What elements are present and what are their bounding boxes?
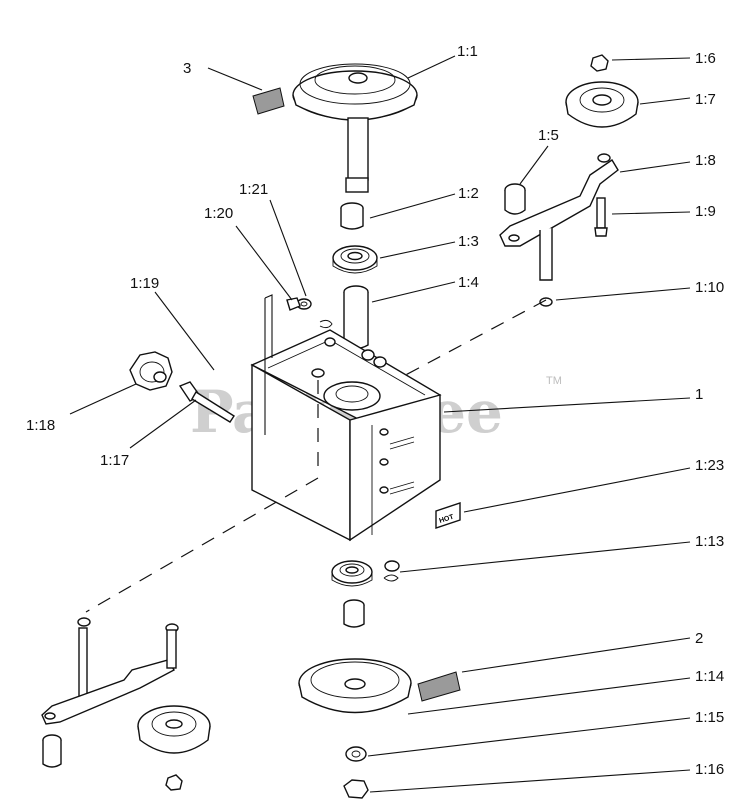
top-pulley <box>292 63 418 193</box>
bushing-1-5 <box>504 183 526 215</box>
callout-1-6: 1:6 <box>695 50 716 67</box>
clip-1-13 <box>383 560 400 582</box>
callout-1-1: 1:1 <box>457 43 478 60</box>
callout-1-23: 1:23 <box>695 457 724 474</box>
callout-1-5: 1:5 <box>538 127 559 144</box>
callout-1-7: 1:7 <box>695 91 716 108</box>
hot-decal: HOT <box>435 502 461 529</box>
housing-part-1 <box>250 294 442 542</box>
callout-1-13: 1:13 <box>695 533 724 550</box>
decal-text: HOT <box>438 513 455 524</box>
nut-1-6 <box>590 54 609 72</box>
lower-pulley-1-14 <box>298 658 412 714</box>
bushing-1-4 <box>343 285 369 350</box>
pin-1-9 <box>594 197 608 237</box>
callout-1-15: 1:15 <box>695 709 724 726</box>
knob-1-18 <box>129 351 173 391</box>
nut-1-20 <box>286 297 301 311</box>
callout-1-2: 1:2 <box>458 185 479 202</box>
watermark-tm: TM <box>546 375 562 387</box>
idler-arm-1-8 <box>499 153 619 281</box>
callout-1-3: 1:3 <box>458 233 479 250</box>
callout-3: 3 <box>183 60 191 77</box>
callout-1-9: 1:9 <box>695 203 716 220</box>
key-part-2 <box>417 671 461 702</box>
callout-1-17: 1:17 <box>100 452 129 469</box>
callout-2: 2 <box>695 630 703 647</box>
callout-1-21: 1:21 <box>239 181 268 198</box>
leader-lines <box>69 55 691 793</box>
bolt-1-17 <box>178 381 235 423</box>
lower-left-idler-assembly <box>41 617 211 791</box>
callout-1-4: 1:4 <box>458 274 479 291</box>
bearing-lower <box>331 560 373 587</box>
callout-labels: 3 1:1 1:6 1:7 1:5 1:8 1:21 1:2 1:20 1:9 … <box>26 43 724 778</box>
clip-1-10 <box>539 297 553 307</box>
spacer-1-2 <box>340 202 364 230</box>
spacer-lower <box>343 599 365 628</box>
callout-1-10: 1:10 <box>695 279 724 296</box>
callout-1-14: 1:14 <box>695 668 724 685</box>
idler-pulley-1-7 <box>565 81 639 128</box>
small-clip <box>319 319 387 368</box>
callout-1-18: 1:18 <box>26 417 55 434</box>
callout-1-16: 1:16 <box>695 761 724 778</box>
nut-1-16 <box>343 779 369 799</box>
bearing-1-3 <box>332 245 378 274</box>
callout-1-20: 1:20 <box>204 205 233 222</box>
washer-1-15 <box>345 746 367 762</box>
callout-1-19: 1:19 <box>130 275 159 292</box>
key-part-3 <box>252 87 285 115</box>
callout-1-8: 1:8 <box>695 152 716 169</box>
center-lines <box>85 299 547 613</box>
callout-1: 1 <box>695 386 703 403</box>
